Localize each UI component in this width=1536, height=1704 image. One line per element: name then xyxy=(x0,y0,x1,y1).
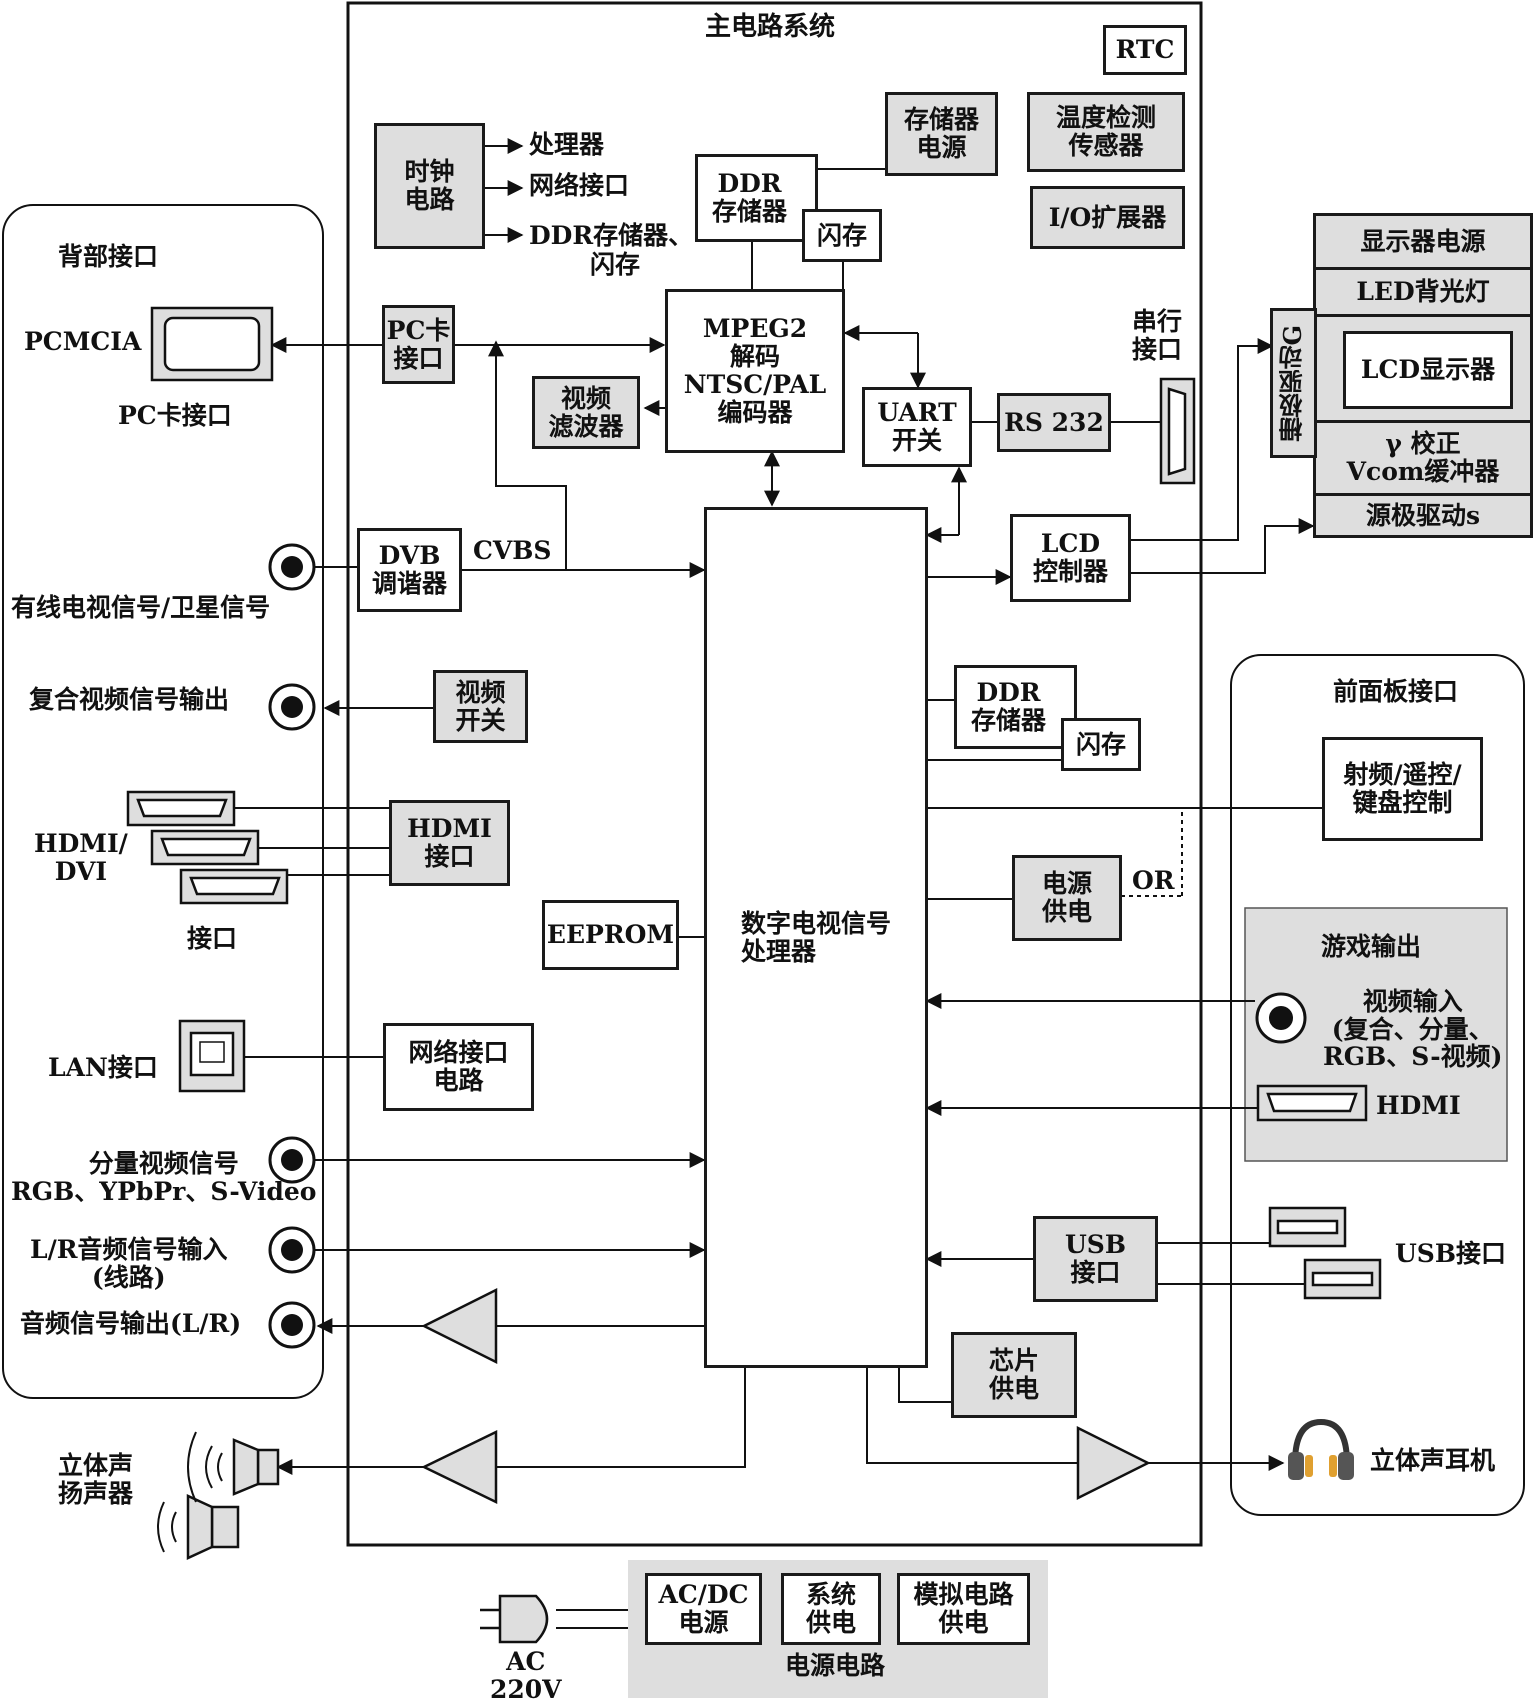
game-output-title: 游戏输出 xyxy=(1321,932,1422,961)
rf-remote-keyboard-block: 射频/遥控/键盘控制 xyxy=(1322,737,1483,841)
speakers-label: 立体声扬声器 xyxy=(58,1451,134,1508)
source-driver-block: 源极驱动s xyxy=(1313,493,1533,538)
main-system-title: 主电路系统 xyxy=(705,12,836,42)
main-system-frame xyxy=(346,1,1203,1547)
rs232-block: RS 232 xyxy=(997,393,1111,452)
cable-satellite-label: 有线电视信号/卫星信号 xyxy=(11,593,271,622)
lan-port-label: LAN接口 xyxy=(48,1053,158,1082)
analog-power-block: 模拟电路供电 xyxy=(897,1573,1030,1645)
clock-circuit-block: 时钟电路 xyxy=(374,123,485,249)
usb-port-icons xyxy=(1268,1206,1382,1300)
dsp-block: 数字电视信号处理器 xyxy=(704,507,928,1368)
video-filter-block: 视频滤波器 xyxy=(532,376,640,449)
lr-audio-input-label: L/R音频信号输入(线路) xyxy=(30,1235,228,1292)
speaker-amplifier xyxy=(421,1430,498,1504)
headphones-label: 立体声耳机 xyxy=(1370,1446,1496,1475)
clock-out-network: 网络接口 xyxy=(529,171,630,200)
speaker-icons xyxy=(157,1431,280,1560)
headphone-amplifier xyxy=(1076,1425,1151,1501)
led-backlight-block: LED背光灯 xyxy=(1313,267,1533,317)
ac-plug-icon xyxy=(480,1594,549,1644)
flash-mid-block: 闪存 xyxy=(1061,718,1141,771)
front-panel-frame xyxy=(1230,654,1525,1516)
or-label: OR xyxy=(1132,866,1175,895)
cvbs-label: CVBS xyxy=(473,536,552,565)
hdmi-dvi-label: HDMI/DVI xyxy=(34,829,128,886)
pcmcia-slot-icon xyxy=(150,306,274,382)
video-switch-block: 视频开关 xyxy=(433,670,528,743)
flash-top-block: 闪存 xyxy=(802,209,882,262)
lcd-display-panel: LCD显示器 xyxy=(1313,314,1533,423)
lcd-display-block: LCD显示器 xyxy=(1343,331,1513,409)
serial-connector-icon xyxy=(1159,377,1196,485)
gate-driver-block: 栅极驱动G xyxy=(1270,308,1317,458)
power-supply-block: 电源供电 xyxy=(1012,855,1122,941)
audio-out-amplifier xyxy=(421,1287,498,1365)
power-circuit-label: 电源电路 xyxy=(785,1651,886,1680)
hdmi-port-label: 接口 xyxy=(187,924,238,953)
rtc-block: RTC xyxy=(1103,25,1187,75)
clock-out-processor: 处理器 xyxy=(529,130,605,159)
rear-panel-title: 背部接口 xyxy=(58,242,159,271)
io-expander-block: I/O扩展器 xyxy=(1030,186,1185,249)
pc-card-port-label: PC卡接口 xyxy=(118,401,232,430)
jack-icons xyxy=(268,543,1307,1349)
system-power-block: 系统供电 xyxy=(781,1573,881,1645)
video-input-label: 视频输入(复合、分量、RGB、S-视频) xyxy=(1323,987,1503,1071)
composite-out-label: 复合视频信号输出 xyxy=(29,685,230,714)
hdmi-connector-icons xyxy=(126,790,1368,1122)
storage-power-block: 存储器电源 xyxy=(885,92,998,176)
front-hdmi-label: HDMI xyxy=(1376,1091,1461,1120)
rear-panel-frame xyxy=(2,204,324,1399)
eeprom-block: EEPROM xyxy=(542,900,679,970)
front-panel-title: 前面板接口 xyxy=(1333,677,1459,706)
audio-output-label: 音频信号输出(L/R) xyxy=(20,1309,242,1338)
temp-sensor-block: 温度检测传感器 xyxy=(1027,92,1185,172)
usb-port-label: USB接口 xyxy=(1395,1239,1506,1268)
network-circuit-block: 网络接口电路 xyxy=(383,1023,534,1111)
chip-power-block: 芯片供电 xyxy=(951,1332,1077,1418)
lan-port-icon xyxy=(178,1019,246,1093)
display-power-block: 显示器电源 xyxy=(1313,213,1533,270)
pc-card-interface-block: PC卡接口 xyxy=(382,305,455,384)
clock-out-flash: 闪存 xyxy=(590,250,641,279)
clock-out-ddr: DDR存储器、 xyxy=(529,221,694,250)
serial-port-label: 串行接口 xyxy=(1132,307,1183,364)
headphones-icon xyxy=(1288,1418,1354,1480)
pcmcia-label: PCMCIA xyxy=(24,327,142,356)
